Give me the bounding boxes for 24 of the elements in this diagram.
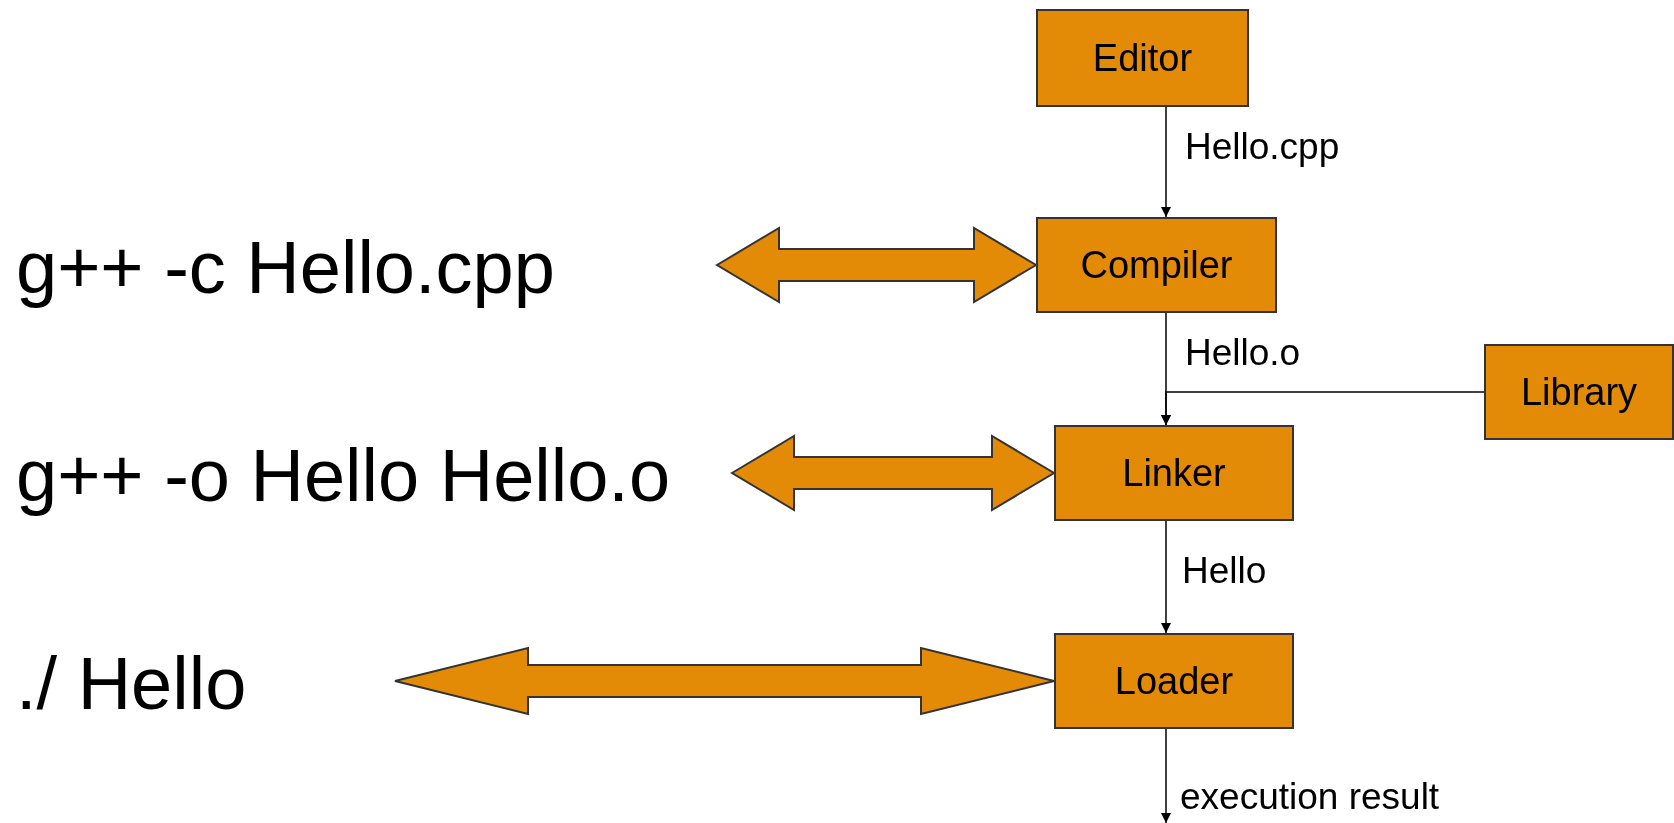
box-label: Library	[1520, 370, 1638, 414]
process-box	[1054, 633, 1294, 729]
edge-label: Hello.cpp	[1185, 128, 1340, 165]
process-box	[1036, 217, 1277, 313]
double-block-arrow	[394, 646, 1055, 716]
arrow	[1161, 106, 1171, 218]
process-box	[1054, 425, 1294, 521]
command-text: ./ Hello	[16, 643, 395, 723]
box-label: Editor	[1092, 36, 1193, 80]
box-label: Linker	[1122, 451, 1226, 495]
command-text: g++ -c Hello.cpp	[16, 227, 717, 307]
process-box	[1036, 9, 1249, 107]
box-label: Compiler	[1080, 243, 1233, 287]
arrow	[1161, 391, 1485, 426]
arrow	[1161, 520, 1171, 634]
edge-label: Hello.o	[1185, 334, 1301, 371]
box-label: Loader	[1114, 659, 1234, 703]
edge-label: Hello	[1182, 552, 1267, 589]
edge-label: execution result	[1180, 778, 1440, 815]
process-box	[1484, 344, 1674, 440]
double-block-arrow	[730, 434, 1056, 512]
command-text: g++ -o Hello Hello.o	[16, 435, 732, 515]
double-block-arrow	[715, 226, 1038, 304]
arrow	[1161, 728, 1171, 823]
